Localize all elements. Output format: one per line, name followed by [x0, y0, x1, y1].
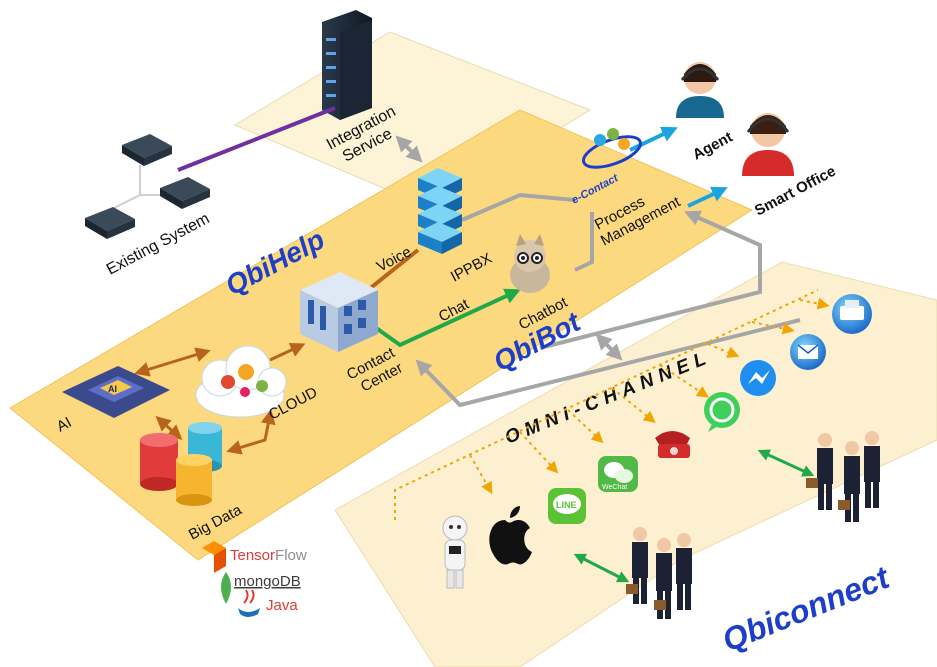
mongodb-label: mongoDB [234, 573, 301, 590]
integration-ippbx-arrow [395, 135, 423, 163]
bigdata-cloud-arrow [226, 409, 276, 455]
tensorflow-icon [202, 541, 226, 573]
chatbot-process-line [574, 212, 594, 272]
people-omni-arrow-1 [757, 449, 815, 477]
qbiconnect-title: Qbiconnect [717, 559, 895, 659]
agent-label: Agent [690, 129, 736, 164]
java-icon [238, 589, 260, 617]
cloud-gears-icon [195, 345, 287, 418]
agent-arrow [629, 126, 678, 152]
contact-center-building-icon [300, 272, 378, 352]
ai-label: AI [54, 414, 75, 436]
tensorflow-label-a: Tensor [230, 547, 275, 564]
qbibot-omni-arrow [595, 333, 623, 361]
apple-icon [489, 506, 532, 565]
messenger-icon [740, 360, 776, 396]
line-icon: LINE [548, 488, 586, 524]
omni-dotted-branches [469, 297, 830, 495]
smart-office-arrow [687, 186, 728, 208]
mongodb-icon [221, 572, 231, 604]
tensorflow-label: TensorFlow [230, 547, 307, 564]
fax-icon [832, 294, 872, 334]
omni-dotted-backbone [394, 289, 819, 520]
econtact-logo-icon [582, 128, 642, 169]
ai-chip-icon: AI [62, 366, 170, 418]
ai-cloud-arrow [134, 347, 211, 377]
ippbx-process-line [461, 192, 576, 222]
database-icon [140, 422, 222, 506]
voice-arrow [366, 248, 420, 292]
whatsapp-icon [704, 392, 740, 432]
chatbot-cat-icon [510, 234, 550, 293]
ai-chip-label: AI [108, 384, 117, 394]
chat-arrow [370, 288, 521, 348]
tensorflow-label-b: Flow [275, 547, 307, 564]
wechat-icon: WeChat [598, 456, 638, 492]
process-omni-arrow [539, 210, 762, 350]
integration-link-line [177, 106, 336, 172]
robot-icon [442, 515, 468, 589]
network-switch-icon [85, 134, 210, 239]
server-rack-icon [322, 10, 372, 120]
contact-center-omni-arrow [415, 318, 801, 408]
ippbx-stack-icon [418, 168, 462, 254]
agent-avatar-icon [676, 62, 724, 118]
smart-office-avatar-icon [742, 113, 794, 176]
email-icon [790, 334, 826, 370]
people-omni-arrow-2 [573, 553, 630, 583]
ai-bigdata-arrow [155, 416, 183, 440]
wechat-icon-label: WeChat [602, 484, 627, 491]
java-label: Java [266, 597, 298, 614]
cloud-contact-arrow [269, 343, 306, 362]
line-icon-label: LINE [556, 500, 577, 510]
telephone-icon [655, 431, 690, 458]
business-people-icon [626, 431, 880, 619]
